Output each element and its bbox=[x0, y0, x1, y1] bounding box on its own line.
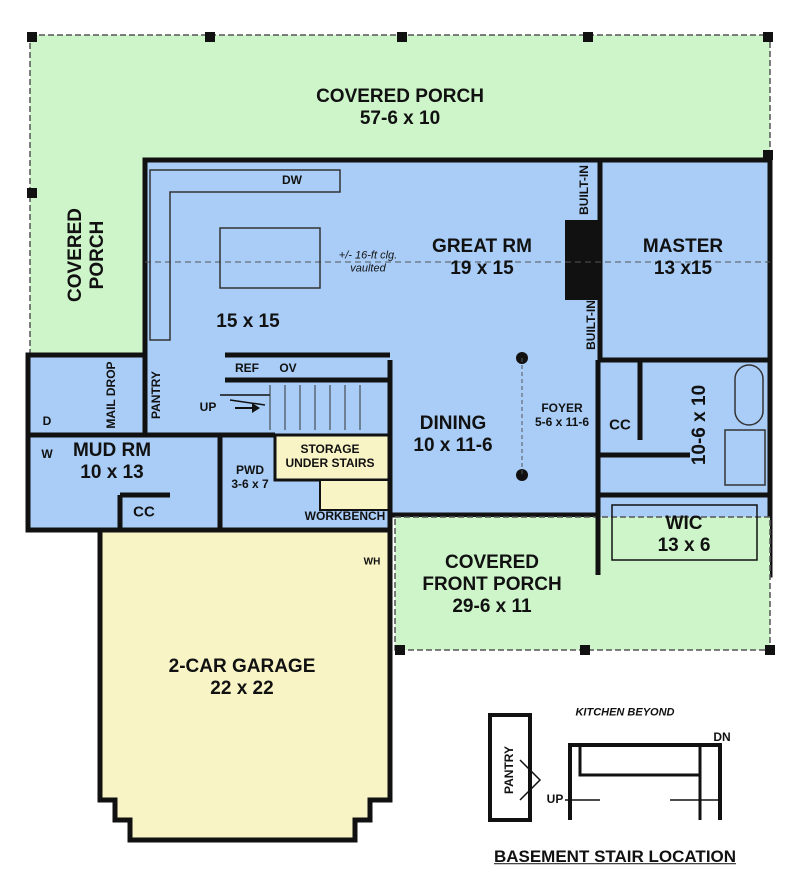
built-in-label: BUILT-IN bbox=[584, 300, 599, 350]
workbench-label: WORKBENCH bbox=[304, 509, 386, 524]
ref-label: REF bbox=[235, 361, 259, 376]
foyer-closet-label: CC bbox=[609, 416, 631, 434]
garage-area bbox=[97, 527, 393, 843]
room-master-bath: 10-6 x 10 bbox=[689, 384, 711, 466]
kitchen-size: 15 x 15 bbox=[216, 311, 280, 333]
inset-title: BASEMENT STAIR LOCATION bbox=[493, 847, 737, 867]
water-heater-label: WH bbox=[363, 556, 381, 568]
front-porch-area bbox=[394, 516, 771, 651]
inset-dn-label: DN bbox=[713, 730, 731, 745]
built-in-label: BUILT-IN bbox=[577, 165, 592, 215]
oven-label: OV bbox=[279, 361, 297, 376]
inset-pantry-label: PANTRY bbox=[502, 746, 517, 794]
basement-stair-inset bbox=[488, 713, 722, 822]
inset-up-label: UP bbox=[546, 792, 564, 807]
closet-label: CC bbox=[133, 503, 155, 521]
kitchen-beyond-label: KITCHEN BEYOND bbox=[575, 706, 675, 719]
room-pantry: PANTRY bbox=[149, 371, 164, 419]
stairs-up-label: UP bbox=[199, 400, 217, 415]
ceiling-note: +/- 16-ft clg.vaulted bbox=[338, 249, 398, 274]
dryer-label: D bbox=[42, 414, 52, 429]
washer-label: W bbox=[41, 447, 53, 462]
mail-drop-label: MAIL DROP bbox=[104, 361, 119, 429]
dishwasher-label: DW bbox=[282, 173, 302, 188]
porch-posts bbox=[27, 32, 773, 198]
